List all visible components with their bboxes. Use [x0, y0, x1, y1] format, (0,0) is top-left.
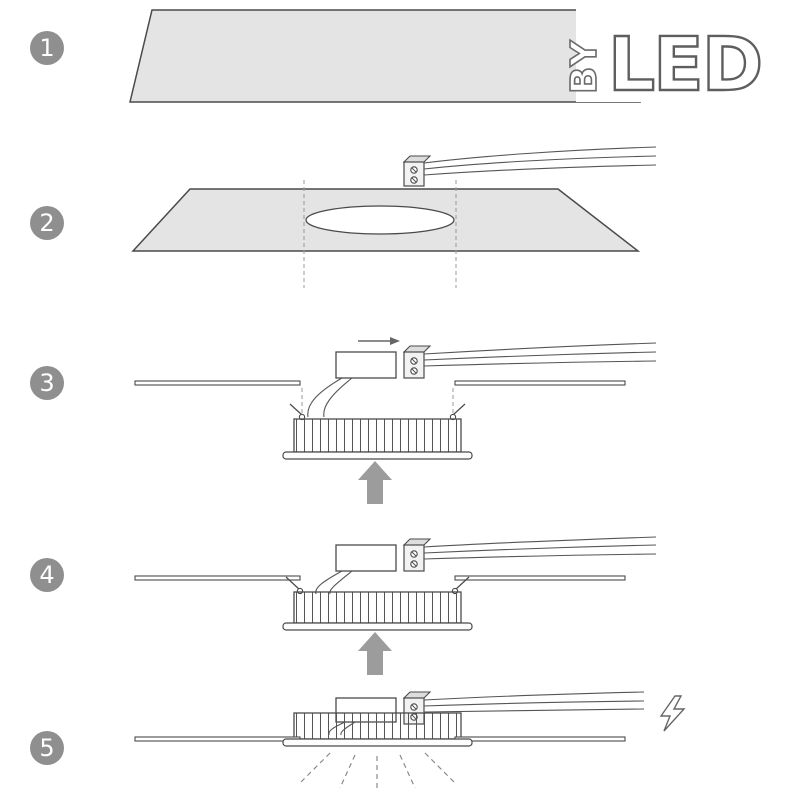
step-badge-circle — [30, 206, 64, 240]
screw-slot — [411, 561, 417, 567]
downlight-trim-flange — [282, 738, 473, 747]
arrow-shaft — [367, 480, 383, 504]
push-up-arrow-icon — [358, 461, 392, 504]
step-number: 4 — [39, 561, 54, 589]
wire-connector-block — [402, 345, 432, 379]
lightning-bolt-icon — [659, 695, 686, 732]
wire — [423, 360, 657, 367]
arrow-head — [358, 461, 392, 480]
connector-top — [402, 691, 432, 699]
step-1-badge: 1 — [30, 31, 64, 65]
step-4: 4 — [30, 536, 657, 675]
wire-connector-block — [402, 155, 432, 187]
step-number: 2 — [39, 209, 54, 237]
step-3-badge: 3 — [30, 366, 64, 400]
step-2: 2 — [30, 146, 657, 288]
screw-slot — [411, 358, 417, 364]
ceiling-section-left — [134, 736, 301, 742]
slide-arrow-icon — [390, 337, 400, 345]
wire — [423, 342, 657, 355]
ceiling-section-right — [454, 575, 626, 581]
light-ray — [299, 752, 331, 784]
logo-backdrop — [576, 6, 766, 102]
ceiling-section-left — [134, 575, 301, 581]
screw-slot — [411, 368, 417, 374]
ceiling-section-right — [454, 380, 626, 386]
downlight-heatsink — [293, 418, 462, 453]
step-number: 5 — [39, 734, 54, 762]
step-2-badge: 2 — [30, 206, 64, 240]
cutout-hole — [305, 205, 455, 235]
screw-slot — [411, 704, 417, 710]
connector-top — [402, 155, 432, 163]
step-3: 3 — [30, 337, 657, 504]
connector-body — [403, 544, 425, 572]
wire — [423, 544, 657, 554]
wire — [423, 536, 657, 548]
light-rays — [299, 752, 456, 792]
step-badge-circle — [30, 31, 64, 65]
connector-body — [403, 161, 425, 187]
wire — [423, 351, 657, 361]
screw-slot — [411, 167, 417, 173]
spring-clip-right — [452, 403, 466, 416]
step-number: 1 — [39, 34, 54, 62]
downlight-trim-flange — [282, 622, 473, 631]
wire — [423, 708, 645, 713]
led-driver-box — [335, 351, 397, 379]
wire — [423, 691, 645, 701]
connector-top — [402, 538, 432, 546]
wire-connector-block — [402, 538, 432, 572]
arrow-head — [358, 632, 392, 651]
connector-body — [403, 351, 425, 379]
spring-clip-left — [285, 576, 301, 591]
step-5: 5 — [30, 691, 686, 792]
screw-slot — [411, 177, 417, 183]
byled-logo: BY LED — [563, 6, 766, 109]
wire — [423, 155, 657, 170]
screw-slot — [411, 551, 417, 557]
light-ray — [399, 754, 416, 789]
step-badge-circle — [30, 731, 64, 765]
downlight-trim-flange — [282, 451, 473, 460]
connector-top — [402, 345, 432, 353]
wire — [423, 164, 657, 176]
ceiling-section-right — [454, 736, 626, 742]
downlight-heatsink — [293, 591, 462, 624]
wire — [423, 700, 645, 707]
logo-by-text: BY — [564, 38, 605, 94]
wire — [423, 553, 657, 560]
spring-clip-left — [289, 403, 303, 416]
wire — [423, 146, 657, 164]
driver-to-light-wire — [329, 570, 353, 595]
light-ray — [424, 752, 456, 784]
ceiling-section-left — [134, 380, 301, 386]
push-up-arrow-icon — [358, 632, 392, 675]
spring-clip-right — [454, 576, 470, 591]
driver-to-light-wire — [307, 377, 343, 418]
logo-led-text: LED — [608, 22, 761, 108]
arrow-shaft — [367, 651, 383, 675]
downlight-heatsink — [293, 712, 462, 740]
driver-to-light-wire — [323, 377, 353, 418]
light-ray — [339, 754, 356, 789]
step-badge-circle — [30, 366, 64, 400]
step-4-badge: 4 — [30, 558, 64, 592]
step-5-badge: 5 — [30, 731, 64, 765]
step-1: 1 BY LED — [30, 6, 766, 109]
led-driver-box — [335, 544, 397, 572]
step-number: 3 — [39, 369, 54, 397]
step-badge-circle — [30, 558, 64, 592]
